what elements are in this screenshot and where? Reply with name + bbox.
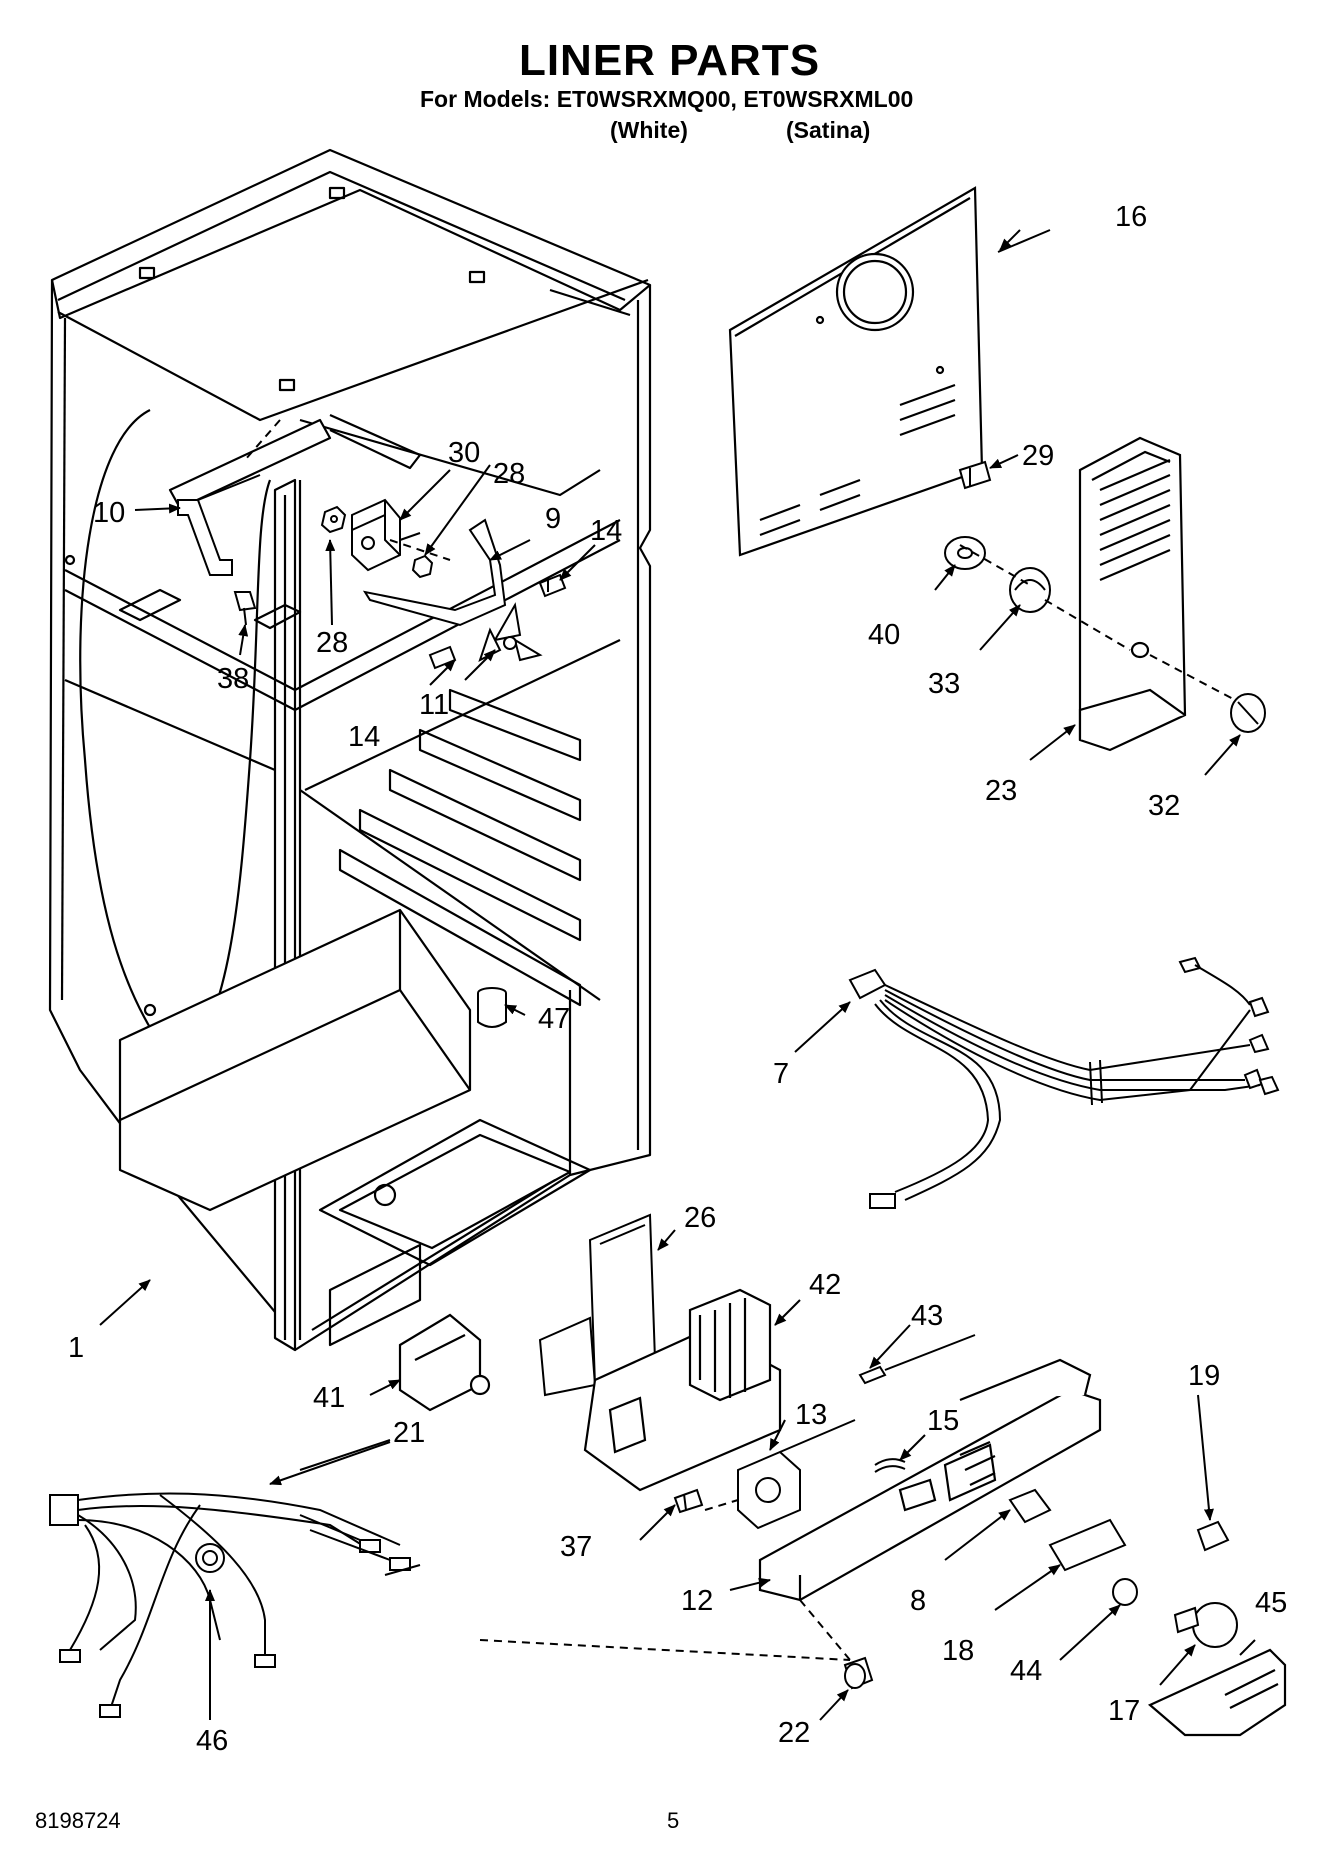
callout-22: 22 bbox=[778, 1717, 810, 1749]
part-45-light-shield bbox=[1147, 1648, 1287, 1737]
callout-labels: 16 29 30 28 9 14 10 28 38 11 14 40 33 23… bbox=[68, 201, 1287, 1757]
part-17-light-bulb bbox=[1173, 1602, 1238, 1648]
page-title: LINER PARTS bbox=[518, 36, 821, 85]
callout-44: 44 bbox=[1010, 1655, 1042, 1687]
part-13-thermostat bbox=[737, 1419, 856, 1530]
callout-41: 41 bbox=[313, 1382, 345, 1414]
callout-40: 40 bbox=[868, 619, 900, 651]
part-32-knob bbox=[1230, 693, 1266, 733]
part-9-fan-bracket bbox=[362, 518, 507, 627]
callout-38: 38 bbox=[217, 663, 249, 695]
part-28-nuts bbox=[320, 505, 434, 579]
part-33-fan-shroud bbox=[1009, 567, 1051, 613]
part-23-duct-cover bbox=[1078, 436, 1187, 752]
callout-42: 42 bbox=[809, 1269, 841, 1301]
variant-satina: (Satina) bbox=[786, 117, 871, 143]
part-22-plug bbox=[843, 1656, 874, 1690]
part-37-screw bbox=[673, 1488, 704, 1514]
part-42-control-housing bbox=[583, 1288, 782, 1492]
part-40-washer bbox=[944, 536, 986, 570]
callout-13: 13 bbox=[795, 1399, 827, 1431]
footer-page-number: 5 bbox=[667, 1808, 680, 1833]
callout-23: 23 bbox=[985, 775, 1017, 807]
part-44-ring bbox=[1112, 1578, 1138, 1606]
part-10-bracket bbox=[177, 474, 261, 576]
callout-32: 32 bbox=[1148, 790, 1180, 822]
part-8-socket bbox=[1008, 1488, 1052, 1524]
models-line: For Models: ET0WSRXMQ00, ET0WSRXML00 bbox=[420, 86, 914, 112]
part-19-clip bbox=[1196, 1520, 1230, 1552]
part-43-bulb-socket bbox=[858, 1334, 976, 1385]
part-12-light-housing bbox=[758, 1358, 1102, 1602]
callout-14-top: 14 bbox=[590, 515, 622, 547]
callout-10: 10 bbox=[93, 497, 125, 529]
callout-1: 1 bbox=[68, 1332, 84, 1364]
callout-8: 8 bbox=[910, 1585, 926, 1617]
part-29-screw bbox=[958, 460, 992, 490]
part-11-fan-blade bbox=[478, 602, 543, 662]
callout-33: 33 bbox=[928, 668, 960, 700]
part-18-lens bbox=[1048, 1518, 1127, 1572]
callout-26: 26 bbox=[684, 1202, 716, 1234]
callout-16: 16 bbox=[1115, 201, 1147, 233]
callout-28-bottom: 28 bbox=[316, 627, 348, 659]
callout-28-top: 28 bbox=[493, 458, 525, 490]
callout-47: 47 bbox=[538, 1003, 570, 1035]
callout-29: 29 bbox=[1022, 440, 1054, 472]
callout-14-bottom: 14 bbox=[348, 721, 380, 753]
part-7-wire-harness bbox=[848, 956, 1280, 1209]
part-47-cap bbox=[477, 987, 507, 1028]
callout-7: 7 bbox=[773, 1058, 789, 1090]
part-16-rear-panel bbox=[728, 186, 984, 557]
leader-arrows bbox=[99, 229, 1256, 1721]
footer-doc-number: 8198724 bbox=[35, 1808, 121, 1833]
callout-9: 9 bbox=[545, 503, 561, 535]
callout-45: 45 bbox=[1255, 1587, 1287, 1619]
callout-17: 17 bbox=[1108, 1695, 1140, 1727]
callout-43: 43 bbox=[911, 1300, 943, 1332]
callout-19: 19 bbox=[1188, 1360, 1220, 1392]
variant-white: (White) bbox=[610, 117, 688, 143]
callout-46: 46 bbox=[196, 1725, 228, 1757]
part-21-wire-harness bbox=[49, 1492, 411, 1718]
callout-18: 18 bbox=[942, 1635, 974, 1667]
part-15-tube bbox=[874, 1458, 906, 1473]
callout-21: 21 bbox=[393, 1417, 425, 1449]
part-30-thermostat bbox=[351, 498, 421, 572]
callout-12: 12 bbox=[681, 1585, 713, 1617]
callout-37: 37 bbox=[560, 1531, 592, 1563]
callout-11: 11 bbox=[419, 689, 449, 721]
liner-cabinet bbox=[48, 148, 652, 1352]
part-41-crisper-cover bbox=[398, 1313, 491, 1412]
callout-15: 15 bbox=[927, 1405, 959, 1437]
callout-30: 30 bbox=[448, 437, 480, 469]
